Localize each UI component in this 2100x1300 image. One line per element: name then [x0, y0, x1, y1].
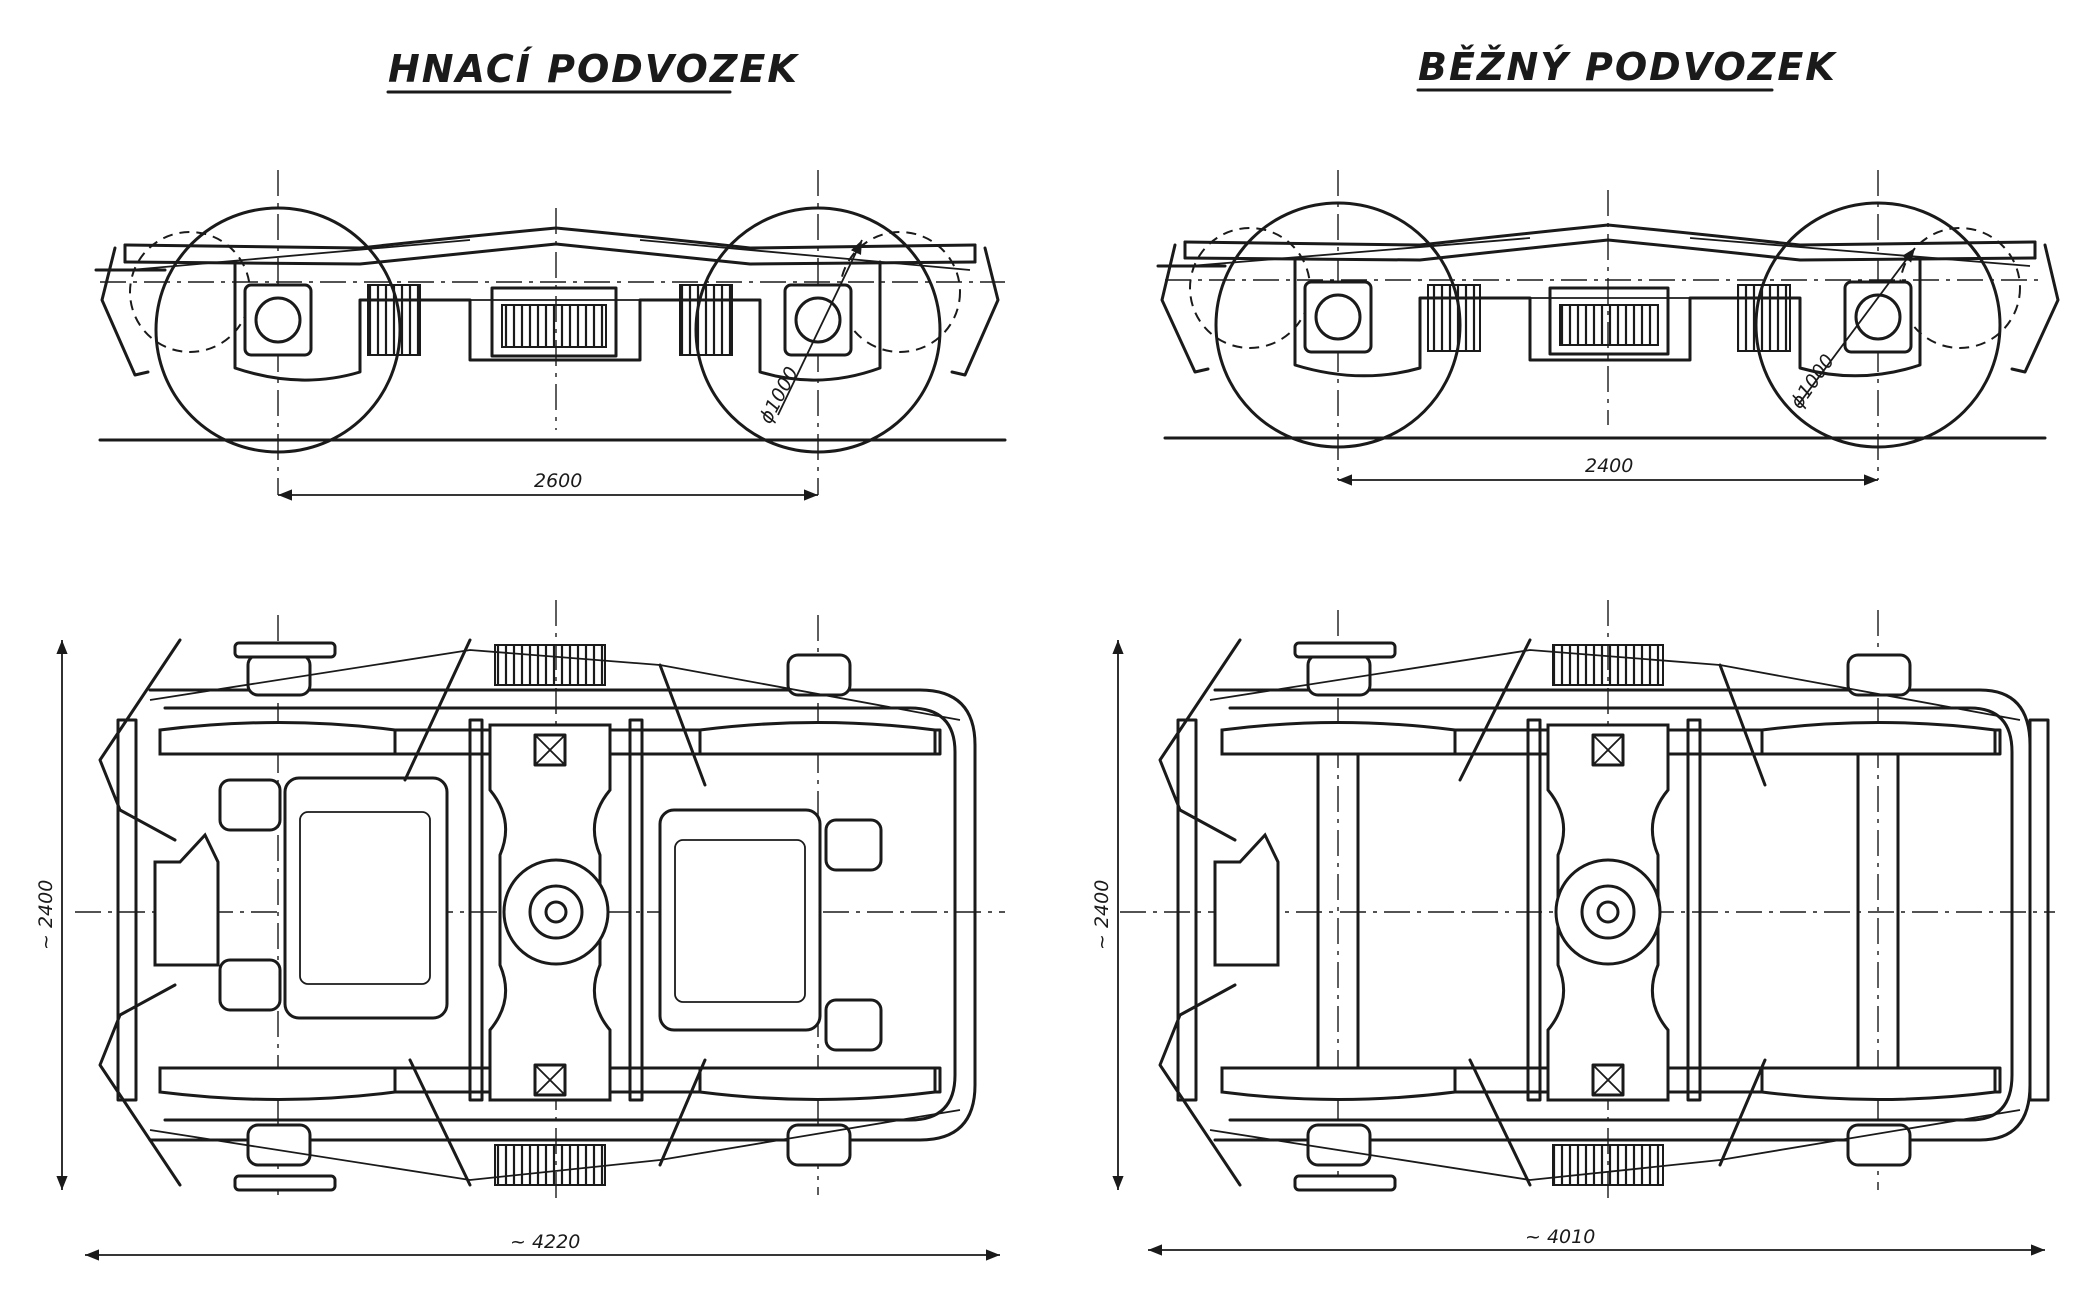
running-bogie-title-text: BĚŽNÝ PODVOZEK [1418, 45, 1837, 89]
driving-width-label: ~ 2400 [35, 880, 57, 950]
driving-bogie-title-text: HNACÍ PODVOZEK [388, 47, 799, 91]
running-length-label: ~ 4010 [1525, 1226, 1595, 1248]
running-bogie-title: BĚŽNÝ PODVOZEK [1416, 45, 1837, 92]
driving-wheelbase-label: 2600 [534, 470, 582, 492]
running-bogie-plan-view: ~ 2400 ~ 4010 [1091, 600, 2055, 1256]
running-bogie-side-view: 2400 ϕ1000 [1156, 170, 2060, 486]
driving-bogie-plan-view: ~ 2400 ~ 4220 [35, 600, 1005, 1261]
driving-bogie-title: HNACÍ PODVOZEK [386, 47, 799, 94]
running-wheelbase-label: 2400 [1585, 455, 1633, 477]
driving-bogie-side-view: 2600 ϕ1000 [94, 170, 1007, 501]
running-width-label: ~ 2400 [1091, 880, 1113, 950]
running-wheel-diameter-label: ϕ1000 [1786, 350, 1839, 412]
driving-length-label: ~ 4220 [510, 1231, 580, 1253]
